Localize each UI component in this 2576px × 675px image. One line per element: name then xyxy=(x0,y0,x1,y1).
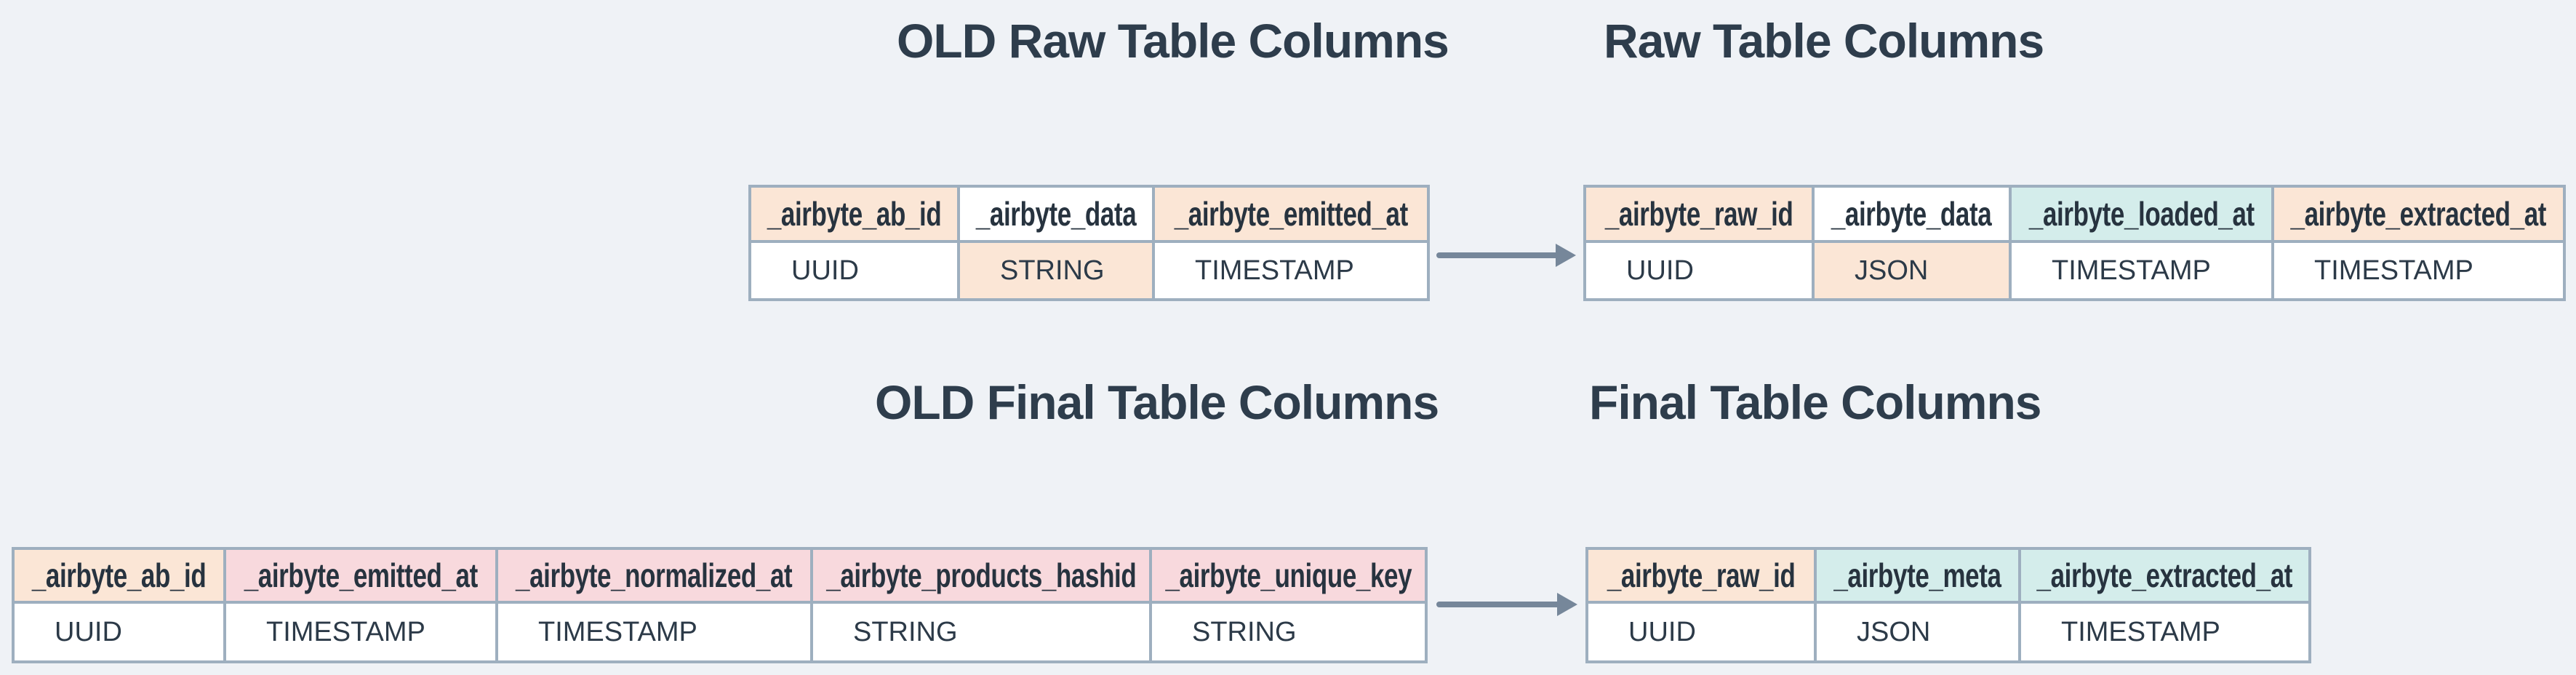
column-header-cell: _airbyte_ab_id xyxy=(15,550,223,601)
column-name: _airbyte_products_hashid xyxy=(825,556,1137,594)
column-header-cell: _airbyte_unique_key xyxy=(1152,550,1425,601)
arrow-shaft xyxy=(1436,602,1561,607)
column-header-cell: _airbyte_data xyxy=(960,188,1152,240)
column-header-cell: _airbyte_extracted_at xyxy=(2021,550,2308,601)
column-type-cell: TIMESTAMP xyxy=(226,604,495,660)
column-type: TIMESTAMP xyxy=(266,616,425,647)
column-type: JSON xyxy=(1855,255,1929,286)
column-type-cell: TIMESTAMP xyxy=(498,604,810,660)
column-name: _airbyte_emitted_at xyxy=(1174,195,1408,233)
arrow-head xyxy=(1556,244,1576,267)
column-header-cell: _airbyte_products_hashid xyxy=(813,550,1149,601)
column-type-cell: UUID xyxy=(1588,604,1814,660)
column-type: STRING xyxy=(853,616,958,647)
final-table: _airbyte_raw_id _airbyte_meta _airbyte_e… xyxy=(1585,547,2311,663)
column-type: STRING xyxy=(1000,255,1105,286)
column-type-cell: TIMESTAMP xyxy=(2021,604,2308,660)
column-name: _airbyte_extracted_at xyxy=(2036,556,2293,594)
column-type: JSON xyxy=(1857,616,1931,647)
column-type-cell: UUID xyxy=(15,604,223,660)
column-type: TIMESTAMP xyxy=(2052,255,2211,286)
column-name: _airbyte_unique_key xyxy=(1165,556,1412,594)
column-type: TIMESTAMP xyxy=(538,616,697,647)
arrow-shaft xyxy=(1436,252,1560,258)
arrow-head xyxy=(1557,593,1577,616)
column-type-cell: TIMESTAMP xyxy=(2274,243,2563,298)
column-type-cell: JSON xyxy=(1815,243,2009,298)
column-header-cell: _airbyte_meta xyxy=(1817,550,2018,601)
column-name: _airbyte_ab_id xyxy=(767,195,942,233)
column-type-cell: UUID xyxy=(1586,243,1812,298)
old-final-table: _airbyte_ab_id _airbyte_emitted_at _airb… xyxy=(12,547,1428,663)
column-header-cell: _airbyte_emitted_at xyxy=(1155,188,1427,240)
column-type-cell: TIMESTAMP xyxy=(2012,243,2271,298)
column-name: _airbyte_normalized_at xyxy=(516,556,793,594)
column-type-cell: UUID xyxy=(751,243,957,298)
column-name: _airbyte_raw_id xyxy=(1607,556,1796,594)
column-type: TIMESTAMP xyxy=(1195,255,1354,286)
column-type: UUID xyxy=(1628,616,1696,647)
old-raw-table-title: OLD Raw Table Columns xyxy=(897,14,1449,68)
column-header-cell: _airbyte_normalized_at xyxy=(498,550,810,601)
raw-table: _airbyte_raw_id _airbyte_data _airbyte_l… xyxy=(1583,185,2566,301)
column-type: UUID xyxy=(1626,255,1694,286)
column-name: _airbyte_raw_id xyxy=(1604,195,1793,233)
arrow-right-icon xyxy=(1436,591,1577,618)
column-header-cell: _airbyte_raw_id xyxy=(1586,188,1812,240)
column-header-cell: _airbyte_raw_id xyxy=(1588,550,1814,601)
column-name: _airbyte_loaded_at xyxy=(2028,195,2255,233)
column-name: _airbyte_ab_id xyxy=(31,556,207,594)
column-type-cell: STRING xyxy=(813,604,1149,660)
final-table-title: Final Table Columns xyxy=(1589,375,2042,429)
raw-table-title: Raw Table Columns xyxy=(1604,14,2044,68)
column-name: _airbyte_data xyxy=(1831,195,1992,233)
column-name: _airbyte_data xyxy=(975,195,1137,233)
column-type: STRING xyxy=(1192,616,1297,647)
column-type: TIMESTAMP xyxy=(2314,255,2473,286)
column-header-cell: _airbyte_extracted_at xyxy=(2274,188,2563,240)
column-type: TIMESTAMP xyxy=(2061,616,2220,647)
column-type-cell: STRING xyxy=(1152,604,1425,660)
column-type-cell: STRING xyxy=(960,243,1152,298)
column-header-cell: _airbyte_loaded_at xyxy=(2012,188,2271,240)
column-name: _airbyte_extracted_at xyxy=(2290,195,2547,233)
column-type-cell: JSON xyxy=(1817,604,2018,660)
arrow-right-icon xyxy=(1436,242,1576,268)
column-type: UUID xyxy=(791,255,859,286)
column-header-cell: _airbyte_emitted_at xyxy=(226,550,495,601)
column-type: UUID xyxy=(55,616,122,647)
column-name: _airbyte_emitted_at xyxy=(244,556,478,594)
column-header-cell: _airbyte_data xyxy=(1815,188,2009,240)
old-final-table-title: OLD Final Table Columns xyxy=(875,375,1439,429)
column-type-cell: TIMESTAMP xyxy=(1155,243,1427,298)
column-header-cell: _airbyte_ab_id xyxy=(751,188,957,240)
column-name: _airbyte_meta xyxy=(1833,556,2001,594)
old-raw-table: _airbyte_ab_id _airbyte_data _airbyte_em… xyxy=(748,185,1430,301)
